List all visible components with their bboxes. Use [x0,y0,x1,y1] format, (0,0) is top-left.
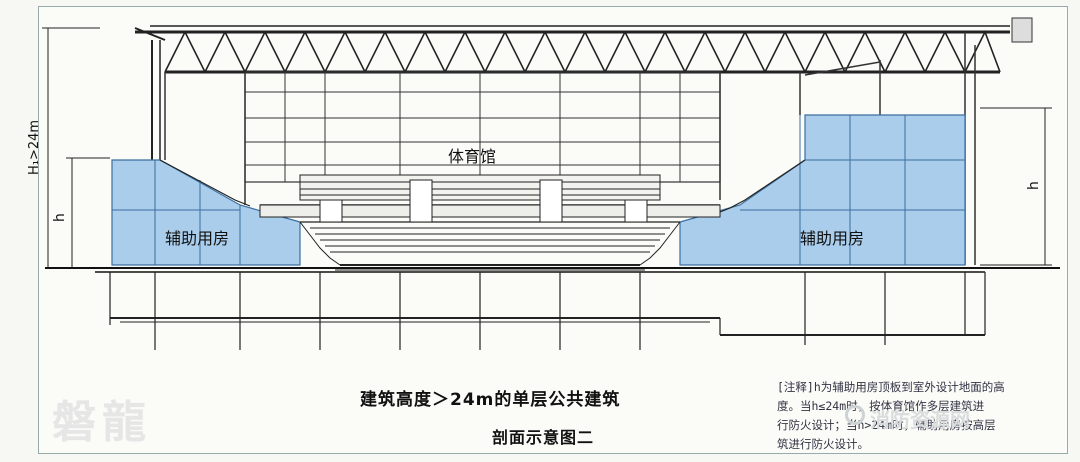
seating-tiers [259,174,721,266]
basement [109,272,986,350]
gym-label: 体育馆 [448,147,496,166]
note-line: 筑进行防火设计。 [777,437,869,451]
arena-floor [335,264,645,271]
note-line: 行防火设计；当h>24m时，辅助用房按高层 [777,418,996,432]
caption-title: 建筑高度＞24m的单层公共建筑 [360,390,621,410]
dim-h-left-label: h [52,213,68,222]
watermark-icon [845,405,865,425]
dim-total-label: H₁>24m [27,120,42,175]
watermark-logo-left: 磐龍 [52,397,152,448]
left-wall [164,72,246,205]
watermark-text-right: 消防资源网 [870,408,970,432]
annotation-note: [注释]h为辅助用房顶板到室外设计地面的高 度。当h≤24m时，按体育馆作多层建… [777,378,1057,454]
dim-h-right-label: h [1026,181,1042,190]
aux-room-right-label: 辅助用房 [800,229,864,248]
dimension-lines [42,27,1052,268]
note-line: [注释]h为辅助用房顶板到室外设计地面的高 [777,380,1005,394]
note-line: 度。当h≤24m时，按体育馆作多层建筑进 [777,399,985,413]
caption-subtitle: 剖面示意图二 [492,428,595,447]
aux-rooms-right [679,114,966,266]
aux-room-left-label: 辅助用房 [165,229,229,248]
